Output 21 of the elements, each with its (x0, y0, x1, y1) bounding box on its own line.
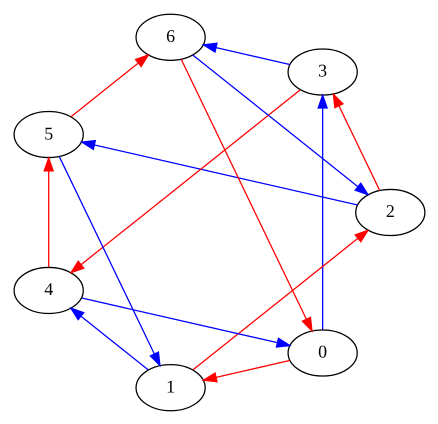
arrow (316, 92, 328, 330)
arrow (201, 42, 290, 65)
arrow (79, 139, 358, 206)
arrow (180, 58, 312, 332)
arrow (192, 54, 369, 196)
arrow (68, 306, 148, 370)
arrow (42, 156, 54, 267)
node-ellipse: 3 (286, 48, 358, 96)
arrow (201, 359, 290, 382)
arrow (81, 296, 292, 348)
node-ellipse: 1 (134, 364, 206, 411)
arrow (192, 228, 369, 370)
arrow (70, 53, 150, 117)
node-ellipse: 6 (134, 13, 206, 60)
node-ellipse: 5 (12, 110, 84, 158)
node-ellipse: 4 (12, 266, 84, 314)
arrow (69, 88, 300, 274)
node-ellipse: 2 (354, 188, 426, 236)
arrow (332, 92, 380, 190)
arrow (58, 156, 160, 367)
node-ellipse: 0 (286, 328, 358, 376)
